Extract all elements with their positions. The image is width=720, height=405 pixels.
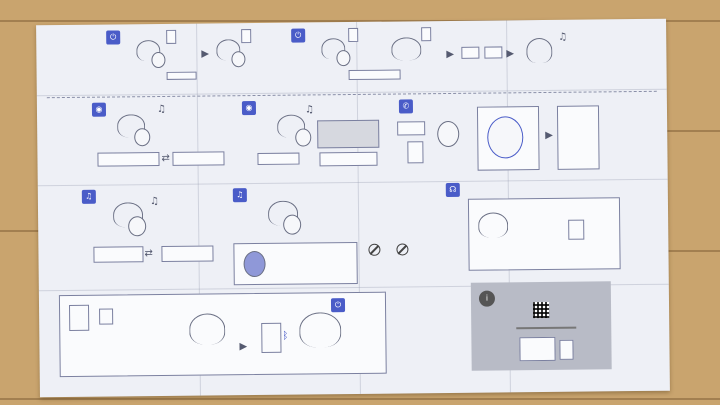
arrow-icon: ⇄ (144, 248, 153, 260)
instruction-sheet: ⏻ ▶ ⏻ ▶ ▶ ♫ ◉ ♫ ⇄ ◉ ♫ ✆ ▶ ♫ ♫ ⇄ ♫ (36, 18, 670, 398)
qr-code-icon (532, 301, 550, 319)
headphone-icon (478, 212, 509, 238)
headphone-cup (128, 216, 147, 237)
device-icon (397, 121, 426, 136)
power-icon: ⏻ (106, 30, 121, 45)
headphone-cup (336, 50, 351, 67)
music-note-icon: ♫ (156, 103, 166, 116)
arrow-icon: ▶ (201, 48, 210, 60)
fold-line (37, 178, 668, 187)
music-note-icon: ♫ (558, 31, 568, 43)
device-icon (568, 219, 585, 240)
headphone-cup (295, 128, 312, 147)
power-icon: ⏻ (330, 298, 346, 313)
arrow-icon: ▶ (545, 129, 554, 141)
button-detail (241, 29, 252, 44)
music-note-icon: ♫ (304, 104, 314, 116)
floor-seam (665, 130, 720, 132)
headphone-cup (283, 214, 302, 235)
phone-device (68, 304, 90, 331)
headphone-cup (437, 120, 460, 148)
arrow-icon: ⇄ (161, 152, 170, 165)
phone-device (559, 339, 574, 360)
panel-frame (556, 105, 600, 170)
noise-cancel-icon: ◉ (91, 102, 107, 117)
panel-frame (257, 152, 300, 165)
headphone-icon (189, 313, 226, 345)
prohibit-icon (396, 243, 409, 256)
device-icon (461, 46, 480, 59)
headphone-cup (487, 116, 524, 159)
panel-frame (161, 245, 214, 263)
floor-seam (665, 250, 720, 252)
indicator-strip (348, 69, 401, 81)
device-icon (484, 46, 503, 59)
panel-frame (319, 151, 378, 167)
info-card: i (470, 281, 612, 371)
button-detail (421, 27, 432, 42)
panel-frame (172, 151, 225, 166)
phone-icon: ✆ (398, 99, 414, 114)
music-note-icon: ♫ (149, 196, 159, 208)
prohibit-icon (368, 243, 381, 256)
headphone-cup (134, 128, 151, 147)
arrow-icon: ▶ (239, 341, 248, 353)
app-icon (99, 308, 114, 325)
phone-device (261, 322, 282, 353)
phone-device (407, 141, 424, 164)
headphone-icon (391, 37, 422, 61)
panel-frame (93, 246, 144, 263)
headphone-icon (299, 312, 342, 348)
headset-icon: ☊ (445, 182, 460, 198)
headphone-icon (526, 37, 553, 64)
indicator-strip (166, 71, 197, 80)
button-detail (166, 29, 177, 44)
button-detail (348, 27, 359, 43)
floor-seam (0, 230, 40, 232)
arrow-icon: ▶ (446, 48, 455, 61)
laptop-icon (519, 336, 556, 362)
url-line (516, 326, 577, 330)
info-icon: i (478, 290, 496, 307)
noise-cancel-icon: ◉ (241, 101, 257, 116)
music-note-icon: ♫ (81, 189, 96, 204)
headphone-cup (231, 51, 246, 68)
headphone-cup (151, 51, 166, 69)
floor-seam (0, 398, 720, 400)
callout-box (317, 119, 380, 149)
panel-frame (97, 152, 160, 167)
bluetooth-icon: ᛒ (282, 330, 289, 342)
music-note-icon: ♫ (232, 188, 247, 203)
arrow-icon: ▶ (506, 48, 515, 60)
touch-sensor (243, 250, 266, 278)
power-icon: ⏻ (291, 28, 306, 43)
